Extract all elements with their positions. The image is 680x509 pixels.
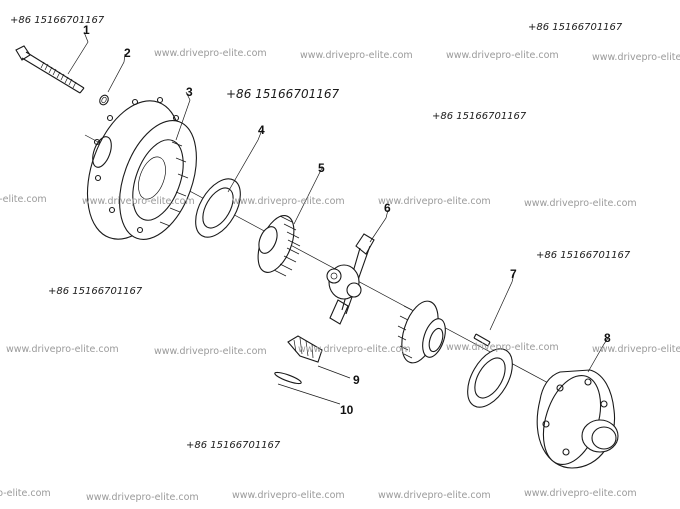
watermark-phone: +86 15166701167 [528, 22, 623, 33]
part-5-side-gear [257, 215, 301, 277]
watermark-site: www.drivepro-elite.com [154, 48, 267, 59]
watermark-site: www.drivepro-elite.com [592, 344, 680, 355]
watermark-site: www.drivepro-elite.com [592, 52, 680, 63]
watermark-phone: +86 15166701167 [48, 286, 143, 297]
part-7-pin [473, 333, 491, 347]
watermark-site: www.drivepro-elite.com [0, 488, 51, 499]
watermark-site: www.drivepro-elite.com [154, 346, 267, 357]
watermark-site: www.drivepro-elite.com [524, 198, 637, 209]
part-2-washer [99, 94, 109, 106]
watermark-site: www.drivepro-elite.com [300, 50, 413, 61]
watermark-site: www.drivepro-elite.com [82, 196, 195, 207]
watermark-site: www.drivepro-elite.com [378, 490, 491, 501]
watermark-phone: +86 15166701167 [226, 87, 339, 101]
watermark-phone: +86 15166701167 [432, 111, 527, 122]
watermark-site: www.drivepro-elite.com [446, 342, 559, 353]
callout-10: 10 [340, 403, 354, 417]
watermark-site: www.drivepro-elite.com [232, 490, 345, 501]
part-4-gasket [195, 178, 241, 238]
part-10-thrust-washer [274, 371, 302, 385]
part-1-bolt [15, 45, 85, 94]
watermark-site: www.drivepro-elite.com [86, 492, 199, 503]
watermark-site: www.drivepro-elite.com [0, 194, 47, 205]
callout-6: 6 [384, 201, 391, 215]
watermark-site: www.drivepro-elite.com [524, 488, 637, 499]
callout-numbers: 1 2 3 4 5 6 7 8 9 10 [83, 23, 611, 417]
callout-5: 5 [318, 161, 325, 175]
watermark-phone: +86 15166701167 [536, 250, 631, 261]
part-right-gasket [467, 348, 513, 408]
part-6-spider [326, 233, 375, 325]
watermarks-phone: +86 15166701167 +86 15166701167 +86 1516… [10, 15, 631, 451]
watermark-phone: +86 15166701167 [10, 15, 105, 26]
callout-7: 7 [510, 267, 517, 281]
part-9-pinion-gear [287, 335, 323, 363]
callout-1: 1 [83, 23, 90, 37]
part-8-case [536, 369, 619, 469]
watermark-site: www.drivepro-elite.com [446, 50, 559, 61]
callout-3: 3 [186, 85, 193, 99]
watermark-phone: +86 15166701167 [186, 440, 281, 451]
part-3-housing [86, 96, 197, 240]
watermark-site: www.drivepro-elite.com [378, 196, 491, 207]
callout-9: 9 [353, 373, 360, 387]
watermarks-site: www.drivepro-elite.com www.drivepro-elit… [0, 48, 680, 503]
part-right-side-gear [397, 300, 446, 364]
watermark-site: www.drivepro-elite.com [298, 344, 411, 355]
leader-lines [67, 31, 609, 405]
callout-8: 8 [604, 331, 611, 345]
watermark-site: www.drivepro-elite.com [232, 196, 345, 207]
callout-4: 4 [258, 123, 265, 137]
callout-2: 2 [124, 46, 131, 60]
watermark-site: www.drivepro-elite.com [6, 344, 119, 355]
